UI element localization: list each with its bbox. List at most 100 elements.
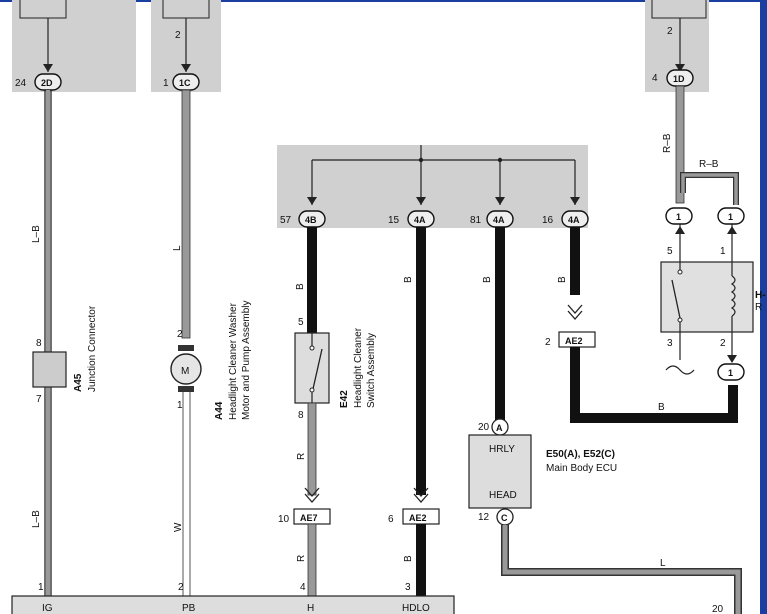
wire-b-hdlo	[416, 227, 426, 495]
wire-label-rb1: R–B	[662, 133, 673, 153]
wire-r-e42	[307, 402, 317, 496]
svg-text:16: 16	[542, 215, 554, 226]
svg-text:81: 81	[470, 215, 482, 226]
svg-text:E42: E42	[339, 390, 350, 408]
wire-label-b2: B	[403, 276, 414, 283]
svg-text:A45: A45	[73, 373, 84, 392]
e42-cleaner-switch: 5 8 E42 Headlight Cleaner Switch Assembl…	[294, 317, 377, 421]
top-border	[0, 0, 767, 2]
bottom-pin-ig: 1	[38, 582, 44, 593]
svg-text:Junction Connector: Junction Connector	[87, 305, 98, 392]
connector-1c: 1 1C	[163, 73, 200, 91]
bottom-label-ig: IG	[42, 603, 53, 614]
svg-text:C: C	[501, 513, 508, 523]
svg-text:HEAD: HEAD	[489, 490, 517, 501]
bottom-label-hdlo: HDLO	[402, 603, 430, 614]
arrow-top-right	[675, 64, 685, 72]
svg-text:A44: A44	[214, 401, 225, 420]
svg-text:2: 2	[545, 337, 551, 348]
wire-label-r1: R	[296, 453, 307, 460]
bottom-pin-hdlo: 3	[405, 582, 411, 593]
wire-label-w1: W	[173, 522, 184, 532]
svg-text:12: 12	[478, 512, 490, 523]
wire-b-hdlo-lower	[416, 524, 426, 596]
wire-label-lb2: L–B	[31, 510, 42, 528]
svg-text:Headlight Cleaner Washer: Headlight Cleaner Washer	[228, 302, 239, 420]
svg-text:AE2: AE2	[565, 336, 583, 346]
svg-text:1D: 1D	[673, 74, 685, 84]
top-box-left	[19, 0, 67, 19]
arrow-top-left	[43, 64, 53, 72]
svg-text:HRLY: HRLY	[489, 444, 515, 455]
junction-ae2-relay: 2 AE2	[545, 331, 596, 348]
wire-label-l1: L	[172, 245, 183, 251]
motor-label: M	[181, 366, 189, 377]
wire-l-ecu	[502, 525, 741, 614]
svg-text:4A: 4A	[414, 215, 426, 225]
bottom-ecu-bar	[11, 595, 455, 614]
wire-b-e42	[307, 227, 317, 333]
wire-rb-left	[675, 85, 685, 204]
a45-junction-connector: 8 7 A45 Junction Connector	[32, 305, 98, 405]
svg-text:6: 6	[388, 514, 394, 525]
headlight-cleaner-relay: 5 1 H- R 3 2	[660, 246, 766, 349]
bottom-label-pb: PB	[182, 603, 196, 614]
svg-text:1: 1	[676, 212, 681, 222]
wire-label-lb1: L–B	[31, 225, 42, 243]
wire-label-b6: B	[658, 402, 665, 413]
svg-text:1: 1	[720, 246, 726, 257]
svg-text:1: 1	[177, 400, 183, 411]
wire-label-b5: B	[557, 276, 568, 283]
svg-text:4B: 4B	[305, 215, 317, 225]
connector-1-right: 1	[717, 207, 745, 225]
connector-1d: 4 1D	[652, 69, 694, 87]
svg-text:Switch Assembly: Switch Assembly	[366, 333, 377, 408]
right-border	[760, 0, 767, 614]
wire-label-r2: R	[296, 555, 307, 562]
svg-text:7: 7	[36, 394, 42, 405]
svg-text:1: 1	[728, 368, 733, 378]
wire-l-a44	[181, 89, 191, 339]
svg-text:24: 24	[15, 78, 27, 89]
svg-text:3: 3	[667, 338, 673, 349]
connector-4b: 57 4B	[280, 210, 326, 228]
wire-rb-branch	[681, 173, 738, 205]
wire-label-l2: L	[660, 558, 666, 569]
svg-text:1C: 1C	[179, 78, 191, 88]
svg-text:Motor and Pump Assembly: Motor and Pump Assembly	[241, 301, 252, 421]
wire-label-b1: B	[295, 283, 306, 290]
bottom-pin-right-partial: 20	[712, 604, 724, 614]
svg-text:5: 5	[667, 246, 673, 257]
junction-ae7: 10 AE7	[278, 508, 331, 525]
svg-text:10: 10	[278, 514, 290, 525]
svg-text:20: 20	[478, 422, 490, 433]
svg-text:E50(A), E52(C): E50(A), E52(C)	[546, 449, 615, 460]
svg-text:A: A	[496, 423, 503, 433]
svg-text:57: 57	[280, 215, 292, 226]
svg-text:Headlight Cleaner: Headlight Cleaner	[353, 327, 364, 408]
svg-text:2: 2	[720, 338, 726, 349]
ground-symbol	[665, 365, 695, 375]
svg-text:2: 2	[177, 329, 183, 340]
svg-text:1: 1	[728, 212, 733, 222]
wire-b-ae2	[570, 227, 580, 295]
svg-text:AE2: AE2	[409, 513, 427, 523]
svg-text:5: 5	[298, 317, 304, 328]
pin-top-right: 2	[667, 26, 673, 37]
pin-top-mid: 2	[175, 30, 181, 41]
wire-r-lower	[307, 523, 317, 597]
svg-text:4: 4	[652, 73, 658, 84]
wire-label-b3: B	[403, 555, 414, 562]
arrow-top-mid	[181, 64, 191, 72]
wire-lb-left-fill	[46, 90, 50, 596]
svg-text:2D: 2D	[41, 78, 53, 88]
svg-text:R: R	[755, 302, 762, 313]
wire-label-b4: B	[482, 276, 493, 283]
bottom-pin-h: 4	[300, 582, 306, 593]
svg-text:H-: H-	[755, 290, 766, 301]
bottom-pin-pb: 2	[178, 582, 184, 593]
wire-label-rb2: R–B	[699, 159, 719, 170]
bottom-label-h: H	[307, 603, 314, 614]
